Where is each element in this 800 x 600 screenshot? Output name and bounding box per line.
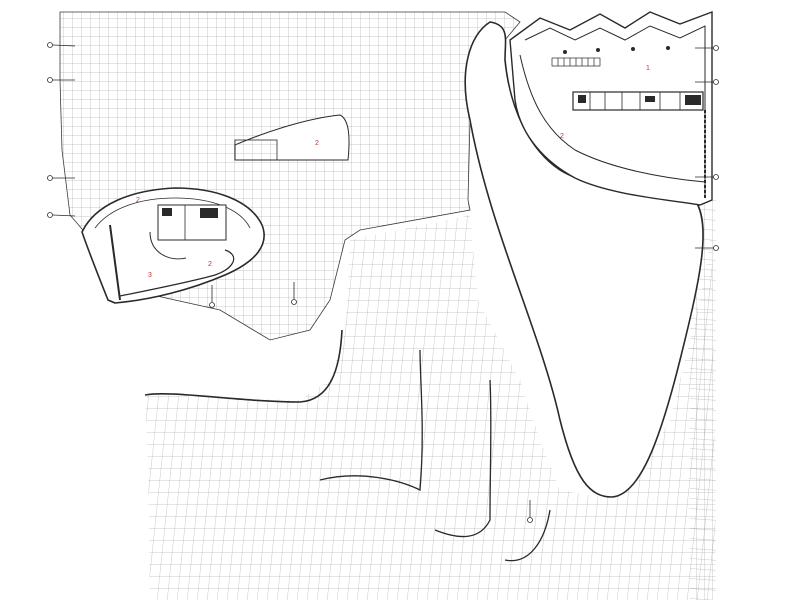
lower-surface [144, 215, 716, 600]
room-label-oval-2a: 2 [136, 197, 140, 204]
roof-sawtooth [524, 25, 706, 198]
stair-core [578, 95, 586, 103]
oval-inner-wall [94, 197, 251, 229]
oval-building: 2 2 3 [81, 187, 265, 304]
upper-right-plan: 1 2 [509, 10, 713, 206]
gallery-plan: 2 [234, 114, 350, 161]
section-marker-icon [527, 500, 533, 523]
lift-core [645, 96, 655, 102]
section-marker-icon [209, 285, 215, 308]
room-label-gallery-2: 2 [315, 140, 319, 147]
service-partitions [589, 92, 681, 110]
equipment-block [685, 95, 701, 105]
oval-stair-core [162, 208, 172, 216]
room-label-2: 2 [560, 133, 564, 140]
section-marker-icon [695, 245, 719, 251]
section-marker-icon [47, 175, 75, 181]
section-marker-icon [291, 282, 297, 305]
section-marker-icon [695, 79, 719, 85]
stair-icon [551, 57, 601, 67]
section-curves [319, 349, 551, 562]
inner-wall-curve [519, 54, 706, 183]
room-label-oval-3: 3 [148, 272, 152, 279]
room-label-oval-2b: 2 [208, 261, 212, 268]
gallery-grid [234, 139, 278, 161]
oval-facade [109, 224, 121, 301]
column-dots [563, 46, 670, 54]
section-markers [47, 42, 719, 523]
section-marker-icon [47, 77, 75, 83]
grid-surface-right [690, 200, 716, 600]
room-label-1: 1 [646, 65, 650, 72]
section-marker-icon [695, 45, 719, 51]
oval-ramp [119, 249, 235, 297]
oval-lift-core [200, 208, 218, 218]
section-marker-icon [47, 212, 76, 218]
oval-curved-wall [149, 231, 187, 260]
section-marker-icon [695, 174, 719, 180]
right-surface [690, 200, 716, 600]
grid-surface-lower [145, 215, 716, 600]
section-marker-icon [47, 42, 76, 48]
service-block [572, 91, 704, 111]
surface-edge-curve [144, 329, 343, 403]
